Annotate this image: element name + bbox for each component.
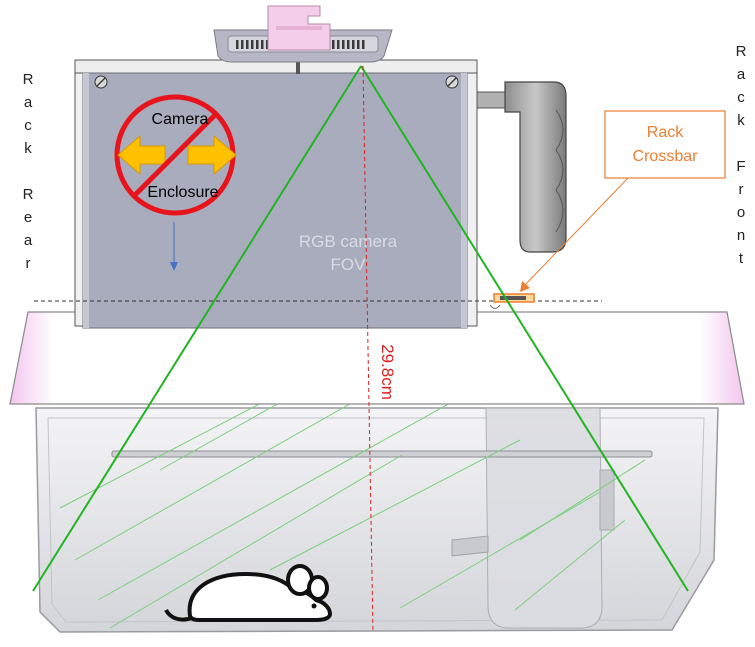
vertical-letter: a — [736, 66, 746, 83]
camera-enclosure — [74, 59, 478, 329]
distance-label: 29.8cm — [378, 344, 397, 400]
vertical-letter: c — [24, 117, 32, 134]
vertical-letter — [731, 132, 751, 155]
mouse-eye — [311, 603, 317, 609]
vertical-letter: F — [736, 158, 746, 175]
handle-icon — [476, 81, 567, 253]
vertical-letter: R — [22, 186, 34, 203]
vertical-letter: r — [25, 255, 31, 272]
vertical-letter: o — [736, 204, 746, 221]
fov-boundary — [32, 65, 689, 592]
mouse-icon — [164, 564, 332, 622]
vertical-letter: k — [737, 112, 745, 129]
enclosure-arrow — [170, 222, 178, 271]
crossbar-pointer — [520, 177, 629, 292]
cage-body — [35, 407, 719, 633]
vertical-letter: a — [23, 94, 33, 111]
screw-left-icon — [94, 75, 108, 89]
screw-right-icon — [445, 75, 459, 89]
vertical-letter: k — [24, 140, 32, 157]
camera-label: Camera — [152, 111, 209, 128]
crossbar-label-line1: Rack — [647, 124, 684, 141]
vertical-letter: t — [738, 250, 744, 267]
vertical-letter — [18, 160, 38, 183]
double-arrow-icon — [117, 134, 237, 176]
vertical-letter: n — [736, 227, 746, 244]
vertical-letter: r — [738, 181, 744, 198]
camera-module-icon — [213, 5, 393, 63]
fov-label-line2: FOV — [331, 255, 367, 274]
vertical-letter: R — [22, 71, 34, 88]
vertical-letter: a — [23, 232, 33, 249]
vertical-letter: e — [23, 209, 33, 226]
vertical-letter: c — [737, 89, 745, 106]
crossbar-label-line2: Crossbar — [633, 148, 699, 165]
distance-line — [362, 65, 374, 633]
fov-label-line1: RGB camera — [299, 232, 398, 251]
vertical-letter: R — [735, 43, 747, 60]
prohibition-icon — [114, 94, 237, 216]
enclosure-label: Enclosure — [147, 184, 218, 201]
crossbar-callout-box — [604, 110, 726, 179]
rack-crossbar — [489, 293, 535, 309]
